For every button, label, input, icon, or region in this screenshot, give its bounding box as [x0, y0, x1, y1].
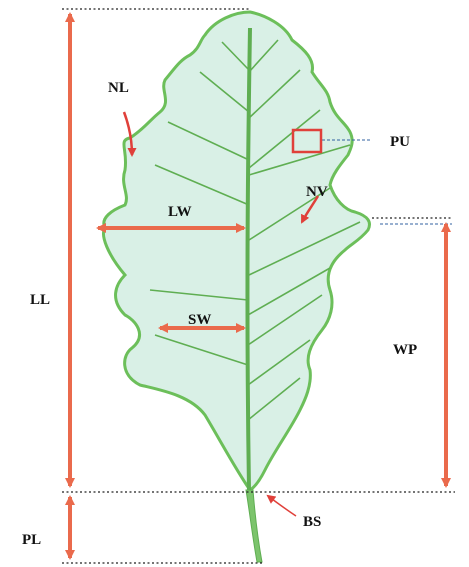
label-sw: SW	[188, 312, 211, 328]
label-nl: NL	[108, 80, 129, 96]
midrib	[247, 28, 250, 490]
label-pl: PL	[22, 532, 41, 548]
label-ll: LL	[30, 292, 50, 308]
label-pu: PU	[390, 134, 410, 150]
label-nv: NV	[306, 184, 328, 200]
label-wp: WP	[393, 342, 417, 358]
leaf-blade	[104, 12, 370, 490]
bs-pointer-arrow	[268, 496, 296, 516]
label-lw: LW	[168, 204, 192, 220]
petiole	[246, 490, 262, 562]
label-bs: BS	[303, 514, 321, 530]
